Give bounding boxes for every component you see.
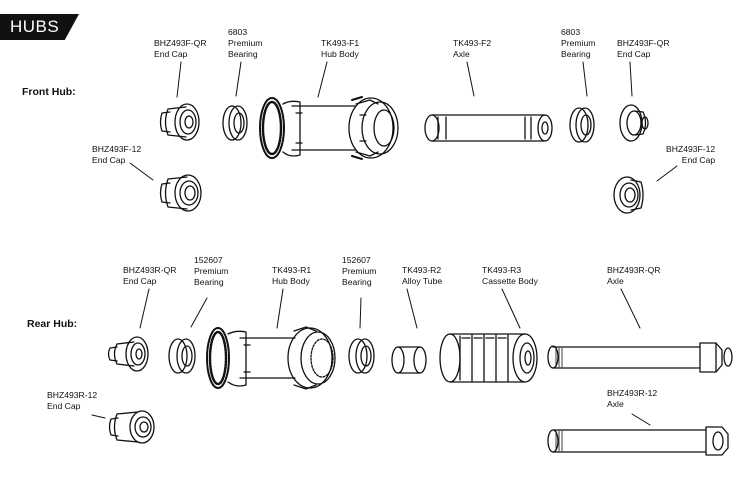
header-title: HUBS [10,17,60,36]
leader-lines [91,61,678,426]
front-endcap-12-left [159,174,202,212]
rear-bearing-left [168,338,196,374]
front-endcap-qr-right [619,104,649,142]
front-bearing-left [222,105,248,141]
rear-endcap-12 [108,410,155,444]
rear-axle-qr [547,342,733,373]
section-header: HUBS [0,14,79,40]
rear-axle-12 [547,426,729,456]
rear-alloy-tube [391,346,427,374]
rear-hub-title: Rear Hub: [27,318,78,330]
front-bearing-right [569,107,595,143]
rear-endcap-qr [107,336,149,372]
front-hub-body [259,96,399,160]
rear-hub-body [206,326,336,390]
front-endcap-qr-left [159,103,200,141]
front-hub-title: Front Hub: [22,86,76,98]
front-axle [424,114,553,142]
rear-cassette-body [439,333,538,383]
rear-bearing-right [348,338,375,374]
front-endcap-12-right [613,176,644,214]
